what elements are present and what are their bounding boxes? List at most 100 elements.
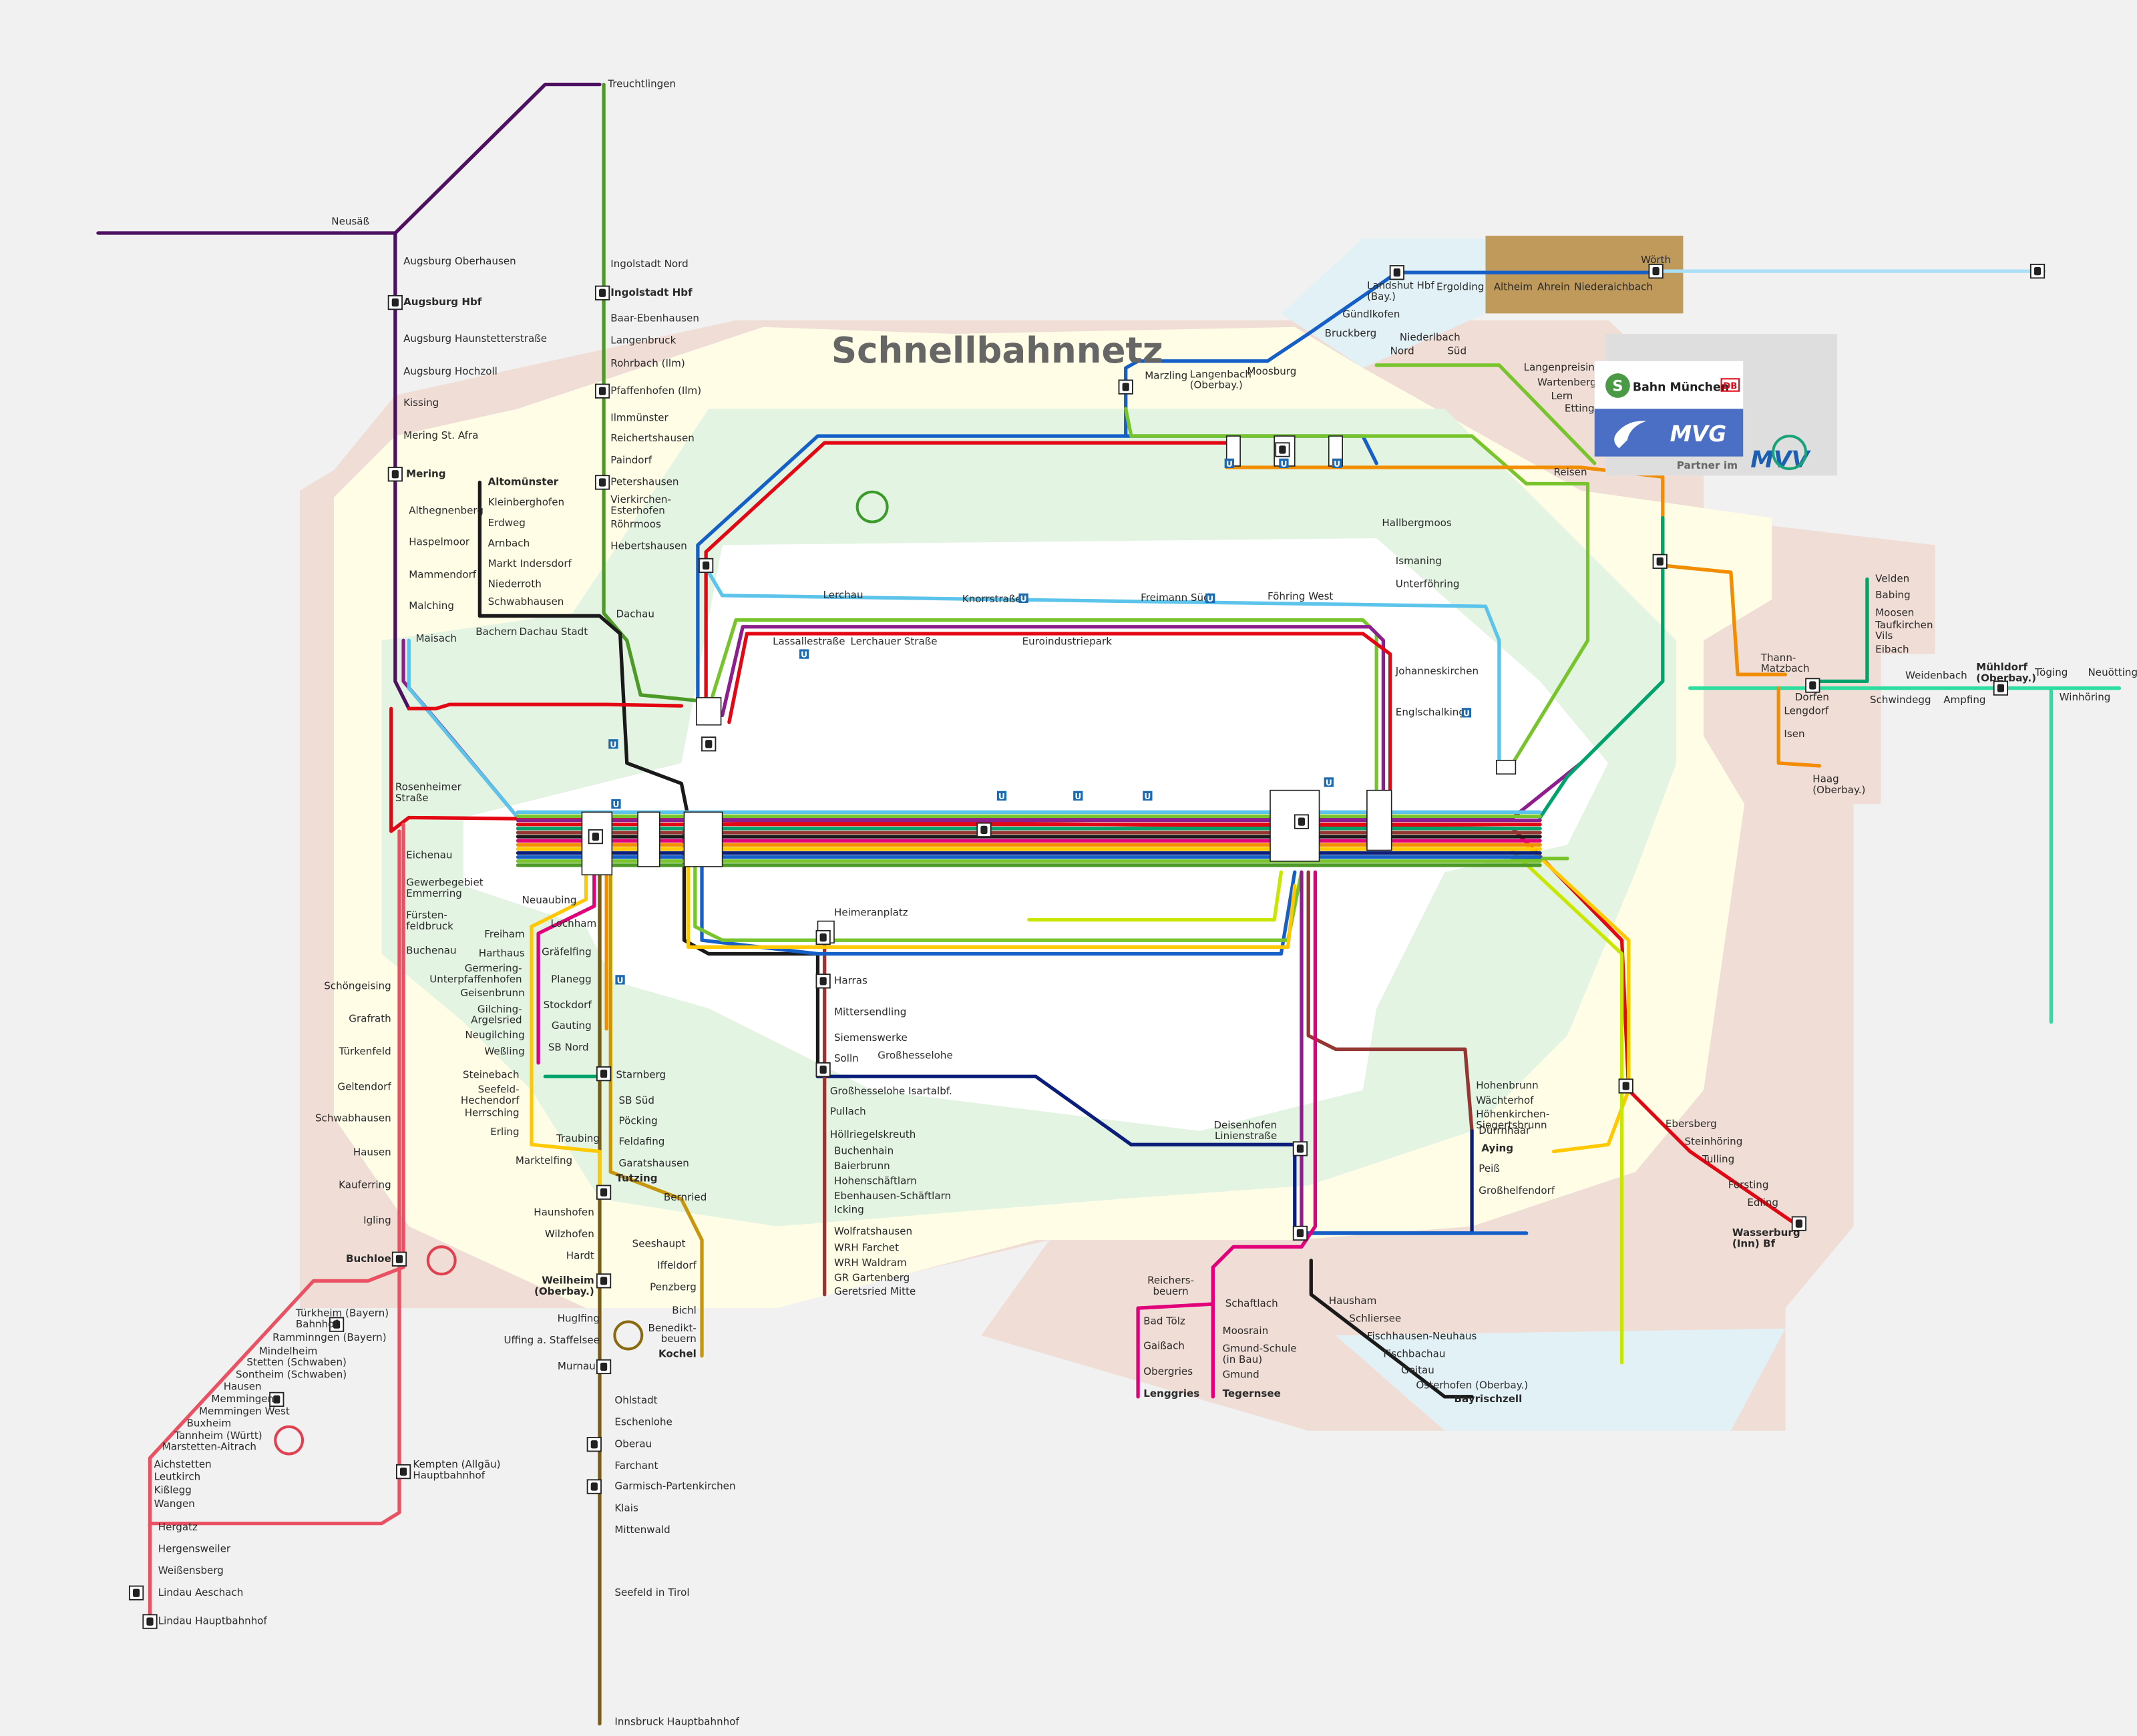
u-bahn-icon-letter: U [1334, 459, 1340, 469]
train-glyph-icon [391, 298, 399, 307]
station-label: Erdweg [488, 517, 526, 529]
line-s8 [682, 829, 820, 1078]
station-label: Oberau [614, 1438, 652, 1450]
station-label: Gmund [1223, 1368, 1259, 1380]
station-label: Haspelmoor [409, 535, 470, 548]
station-label: Altomünster [488, 476, 559, 488]
train-glyph-icon [1296, 1229, 1304, 1238]
station-label: Hergensweiler [158, 1542, 231, 1554]
station-label: Seeshaupt [632, 1237, 686, 1249]
station-label: Igling [363, 1215, 391, 1227]
station-label: Gilching-Argelsried [471, 1003, 522, 1026]
line-s4 [1627, 1088, 1801, 1229]
line-s6 [1810, 577, 1869, 684]
mvv-logo: MVV [1750, 447, 1811, 473]
station-label: Röhrmoos [610, 518, 661, 530]
train-glyph-icon [819, 933, 827, 942]
station-label: Taufkirchen [1875, 619, 1933, 631]
station-label: Kleinberghofen [488, 496, 565, 508]
line-s4 [704, 441, 1229, 710]
u-bahn-icon-letter: U [1207, 594, 1213, 604]
station-label: Gündlkofen [1342, 308, 1400, 320]
station-label: Lerchauer Straße [850, 635, 937, 647]
station-label: Bachern [475, 626, 517, 638]
zone-ring-marker [274, 1425, 305, 1456]
station-label: Eschenlohe [614, 1416, 672, 1428]
station-label: Hausen [353, 1146, 391, 1158]
station-label: Tegernsee [1223, 1387, 1281, 1399]
line-s6 [1538, 515, 1665, 820]
line-s20 [1136, 1302, 1215, 1399]
train-glyph-icon [703, 561, 710, 570]
station-label: Neuötting [2088, 666, 2137, 678]
station-label: Hausham [1329, 1295, 1377, 1307]
station-label: Sontheim (Schwaben) [236, 1368, 347, 1380]
station-label: Icking [834, 1203, 864, 1215]
station-label: Weßling [484, 1046, 524, 1058]
station-label: Baierbrunn [834, 1160, 890, 1172]
train-glyph-icon [1279, 445, 1286, 454]
station-label: Winhöring [2060, 691, 2111, 703]
station-label: Ampfing [1943, 694, 1985, 706]
station-label: Tutzing [616, 1172, 657, 1184]
station-label: Benedikt-beuern [648, 1322, 696, 1345]
train-glyph-icon [1298, 817, 1306, 826]
line-yellow [530, 870, 602, 1188]
interchange-box [696, 697, 722, 726]
station-label: Ingolstadt Hbf [610, 286, 693, 298]
train-glyph-icon [819, 977, 827, 986]
station-label: Klais [614, 1502, 638, 1514]
station-label: Gräfelfing [542, 946, 592, 958]
train-glyph-icon [598, 288, 606, 297]
station-label: Augsburg Hbf [403, 296, 482, 308]
station-label: Moosrain [1223, 1325, 1269, 1337]
station-label: Mindelheim [259, 1345, 318, 1357]
sbahn-logo-mark: S [1612, 378, 1623, 395]
station-label: Siemenswerke [834, 1032, 908, 1044]
station-label: Neugilching [465, 1029, 524, 1041]
station-label: Landshut Hbf(Bay.) [1367, 280, 1434, 302]
line-s1 [707, 570, 1501, 765]
line-navy [815, 1074, 1304, 1146]
station-label: Hohenbrunn [1476, 1080, 1538, 1092]
station-label: Geltendorf [337, 1081, 391, 1093]
station-label: Wörth [1641, 254, 1671, 266]
station-label: Leutkirch [154, 1470, 201, 1482]
station-label: Kauferring [339, 1179, 391, 1191]
station-label: Ismaning [1396, 555, 1442, 567]
station-label: Dorfen [1795, 691, 1829, 703]
station-label: Schwindegg [1870, 694, 1931, 706]
station-label: Großhelfendorf [1479, 1184, 1555, 1197]
interchange-box [1496, 759, 1517, 775]
station-label: Herrsching [465, 1106, 520, 1118]
station-label: Feldafing [619, 1135, 665, 1147]
station-label: Dachau [616, 608, 654, 620]
station-label: Traubing [556, 1132, 600, 1144]
station-label: Schaftlach [1225, 1297, 1278, 1309]
station-label: Mittersendling [834, 1006, 906, 1018]
station-label: Buxheim [187, 1418, 232, 1430]
station-label: Schwabhausen [315, 1112, 391, 1124]
station-label: Kissing [403, 397, 439, 409]
station-label: Niederlbach [1400, 331, 1461, 343]
station-label: Lochham [550, 917, 596, 929]
line-s20 [1211, 870, 1318, 1399]
train-glyph-icon [1795, 1219, 1802, 1228]
line-darkpurple [393, 82, 602, 235]
tariff-zones [274, 236, 1935, 1456]
line-yellow [686, 859, 1297, 949]
station-label: Gmund-Schule(in Bau) [1223, 1342, 1297, 1365]
u-bahn-icon [996, 791, 1007, 801]
station-label: Dürrnhaar [1479, 1124, 1531, 1136]
line-blue [700, 863, 1297, 956]
u-bahn-icon [1324, 777, 1334, 787]
station-label: Tannheim (Württ) [174, 1430, 262, 1442]
station-label: Erling [490, 1126, 519, 1138]
u-bahn-icon-letter: U [1326, 779, 1332, 788]
train-glyph-icon [980, 825, 988, 834]
station-label: Harthaus [479, 947, 525, 959]
station-label: Schliersee [1349, 1313, 1401, 1325]
station-label: Unterföhring [1396, 578, 1460, 590]
